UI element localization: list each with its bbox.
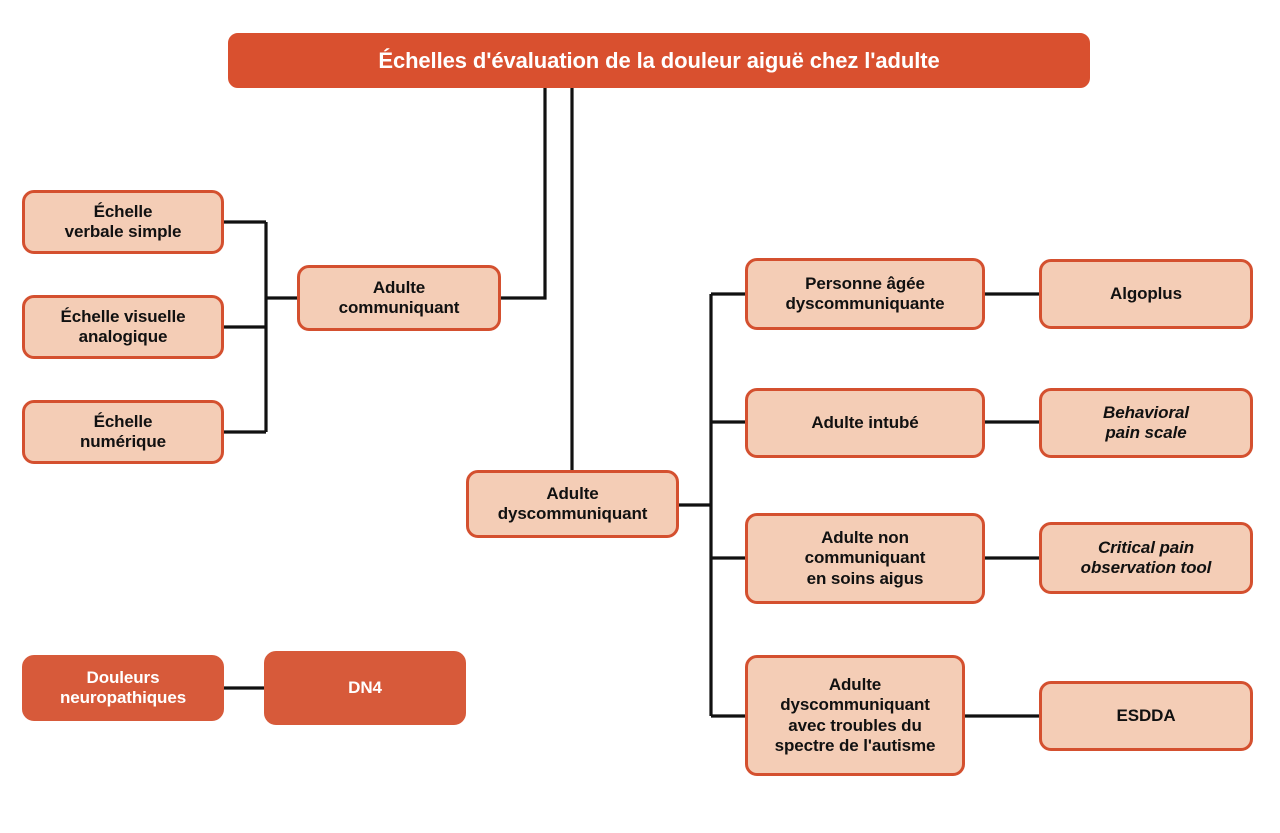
node-adulte-dyscommuniquant-autisme-label: Adulte dyscommuniquant avec troubles du …	[774, 675, 936, 755]
node-adulte-communiquant-label: Adulte communiquant	[338, 277, 460, 317]
node-adulte-dyscommuniquant[interactable]: Adulte dyscommuniquant	[466, 470, 679, 538]
node-echelle-numerique[interactable]: Échelle numérique	[22, 400, 224, 464]
edge-title-to-adulte-communiquant	[501, 87, 547, 300]
node-echelle-visuelle-analogique-label: Échelle visuelle analogique	[60, 306, 186, 346]
node-dn4-label: DN4	[348, 677, 382, 697]
node-esdda[interactable]: ESDDA	[1039, 681, 1253, 751]
node-personne-agee-dyscommuniquante-label: Personne âgée dyscommuniquante	[785, 273, 945, 313]
node-esdda-label: ESDDA	[1116, 705, 1176, 725]
node-algoplus[interactable]: Algoplus	[1039, 259, 1253, 329]
node-adulte-non-communiquant[interactable]: Adulte non communiquant en soins aigus	[745, 513, 985, 604]
node-douleurs-neuropathiques[interactable]: Douleurs neuropathiques	[22, 655, 224, 721]
node-algoplus-label: Algoplus	[1110, 283, 1182, 303]
node-title: Échelles d'évaluation de la douleur aigu…	[228, 33, 1090, 88]
node-echelle-verbale-simple-label: Échelle verbale simple	[64, 201, 182, 241]
node-adulte-dyscommuniquant-autisme[interactable]: Adulte dyscommuniquant avec troubles du …	[745, 655, 965, 776]
node-echelle-visuelle-analogique[interactable]: Échelle visuelle analogique	[22, 295, 224, 359]
node-adulte-intube-label: Adulte intubé	[811, 412, 919, 432]
node-adulte-intube[interactable]: Adulte intubé	[745, 388, 985, 458]
node-title-label: Échelles d'évaluation de la douleur aigu…	[378, 47, 940, 73]
node-critical-pain-observation-tool-label: Critical pain observation tool	[1080, 537, 1212, 577]
node-echelle-verbale-simple[interactable]: Échelle verbale simple	[22, 190, 224, 254]
node-behavioral-pain-scale-label: Behavioral pain scale	[1103, 402, 1189, 442]
node-adulte-communiquant[interactable]: Adulte communiquant	[297, 265, 501, 331]
node-echelle-numerique-label: Échelle numérique	[79, 411, 166, 451]
node-behavioral-pain-scale[interactable]: Behavioral pain scale	[1039, 388, 1253, 458]
node-dn4[interactable]: DN4	[264, 651, 466, 725]
node-personne-agee-dyscommuniquante[interactable]: Personne âgée dyscommuniquante	[745, 258, 985, 330]
node-adulte-dyscommuniquant-label: Adulte dyscommuniquant	[497, 483, 648, 523]
node-adulte-non-communiquant-label: Adulte non communiquant en soins aigus	[804, 528, 926, 588]
node-douleurs-neuropathiques-label: Douleurs neuropathiques	[59, 667, 187, 707]
node-critical-pain-observation-tool[interactable]: Critical pain observation tool	[1039, 522, 1253, 594]
